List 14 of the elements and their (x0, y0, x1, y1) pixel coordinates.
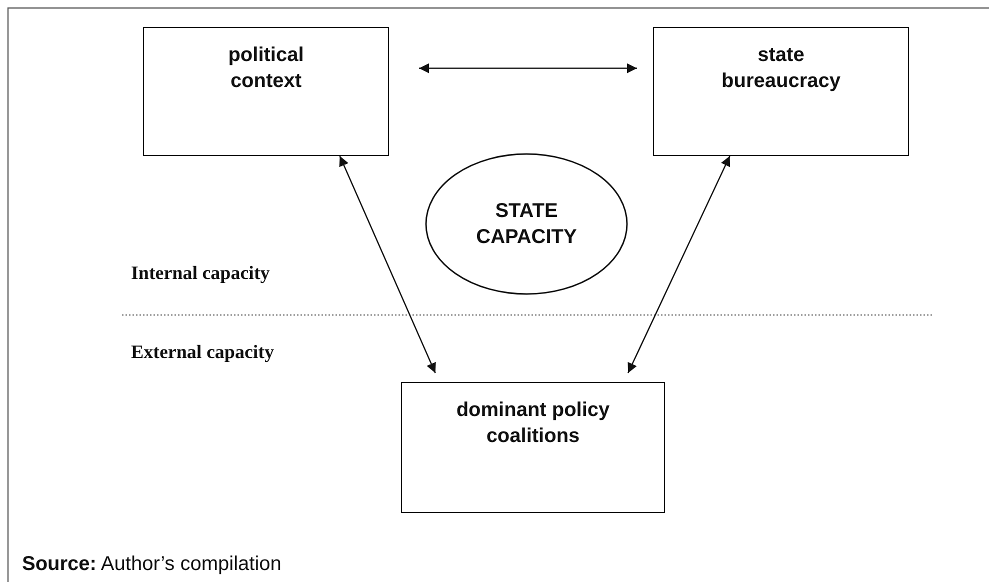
node-label: STATE CAPACITY (475, 199, 578, 250)
node-label: state bureaucracy (720, 43, 842, 94)
zone-label: Internal capacity (131, 263, 270, 285)
double-arrow (339, 156, 436, 374)
node-label: political context (227, 43, 305, 94)
node-label: dominant policy coalitions (455, 398, 611, 449)
ellipse-node (425, 153, 628, 295)
source-note: Source: Author’s compilation (22, 553, 282, 576)
process-box (143, 27, 389, 156)
process-box (653, 27, 909, 156)
zone-label: External capacity (131, 342, 274, 364)
double-arrow (627, 156, 730, 374)
double-arrow (419, 63, 637, 74)
process-box (401, 382, 665, 513)
